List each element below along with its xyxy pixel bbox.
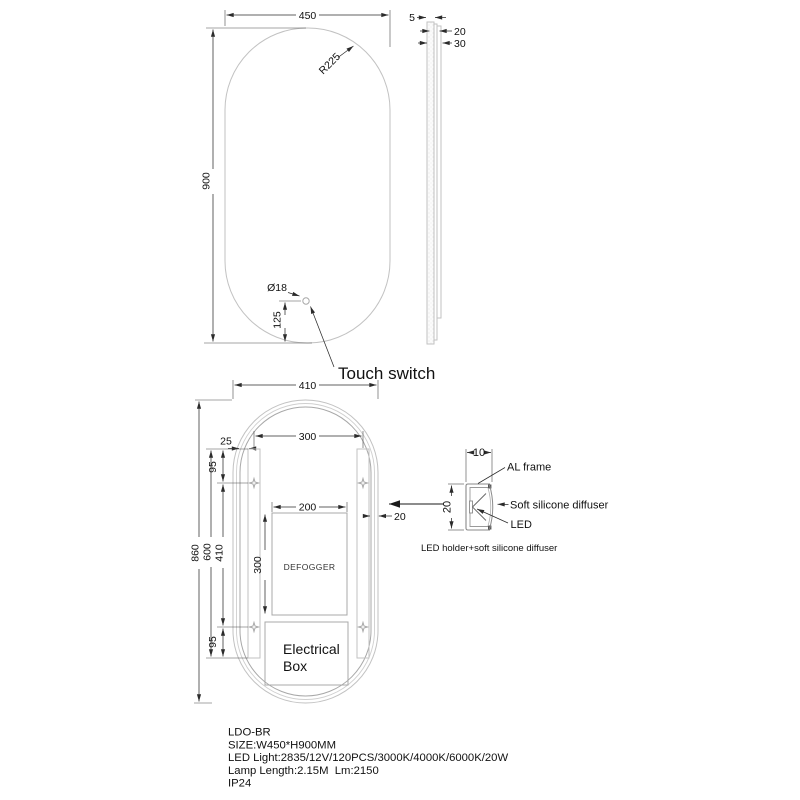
back-led-strip-line [239,406,372,697]
dim-back-height: 860 [190,544,202,562]
led-strip [469,500,473,514]
dim-back-width: 410 [299,380,317,392]
back-outline-frame [236,403,375,700]
dim-detail-width: 10 [473,447,485,459]
dim-hole-offset: 125 [272,311,284,329]
touch-switch-hole [302,297,310,305]
detail-caption: LED holder+soft silicone diffuser [421,543,557,554]
dim-bracket-spacing: 300 [299,431,317,443]
spec-model: LDO-BR [228,727,271,739]
dim-edge-gap: 25 [220,436,232,448]
bracket-left [247,448,261,659]
side-view: 5 20 30 [409,12,466,345]
side-glass-layer [426,21,435,345]
led-label: LED [511,519,532,531]
side-led-layer [436,25,442,319]
al-frame-profile [465,483,490,531]
dim-front-width: 450 [299,10,317,22]
mounting-holes [247,476,370,634]
dim-detail-height: 20 [442,501,454,513]
led-light-rays [472,493,487,521]
dim-bracket-length: 600 [202,543,214,561]
dim-defogger-width: 200 [299,502,317,514]
dim-hole-spacing: 410 [214,544,226,562]
spec-lamp-length: Lamp Length:2.15M Lm:2150 [228,765,379,777]
dim-hole-top-offset: 95 [207,461,219,473]
led-detail-view: 10 20 AL frame Soft silicone diffuser LE… [421,447,609,554]
back-outline-outer [232,399,379,704]
spec-block: LDO-BR SIZE:W450*H900MM LED Light:2835/1… [228,727,508,790]
electrical-box-label-2: Box [283,658,307,674]
dim-front-radius: R225 [317,51,343,77]
spec-led-light: LED Light:2835/12V/120PCS/3000K/4000K/60… [228,752,508,764]
dim-defogger-height: 300 [252,556,264,574]
diffuser-label: Soft silicone diffuser [510,500,609,512]
electrical-box [264,621,349,686]
dim-hole-bottom-offset: 95 [207,636,219,648]
diffuser-arc-inner [487,487,492,527]
defogger-label: DEFOGGER [284,562,336,572]
al-frame-label: AL frame [507,462,551,474]
bracket-right [356,448,370,659]
front-mirror-outline [224,27,391,344]
defogger-pad [271,512,348,616]
back-view: 410 300 25 95 4 [190,380,444,704]
diffuser-arc-outer [489,484,494,530]
front-view: 450 900 R225 Ø18 125 Touch switch [201,10,436,383]
spec-size: SIZE:W450*H900MM [228,739,336,751]
dim-side-glass: 5 [409,12,415,24]
spec-ip-rating: IP24 [228,778,251,790]
dim-side-mid: 20 [454,26,466,38]
dim-led-inset: 20 [394,511,406,523]
dim-front-height: 900 [201,172,213,190]
dim-hole-diameter: Ø18 [267,282,287,294]
electrical-box-label-1: Electrical [283,641,340,657]
touch-switch-label: Touch switch [338,364,435,383]
dim-side-total: 30 [454,38,466,50]
